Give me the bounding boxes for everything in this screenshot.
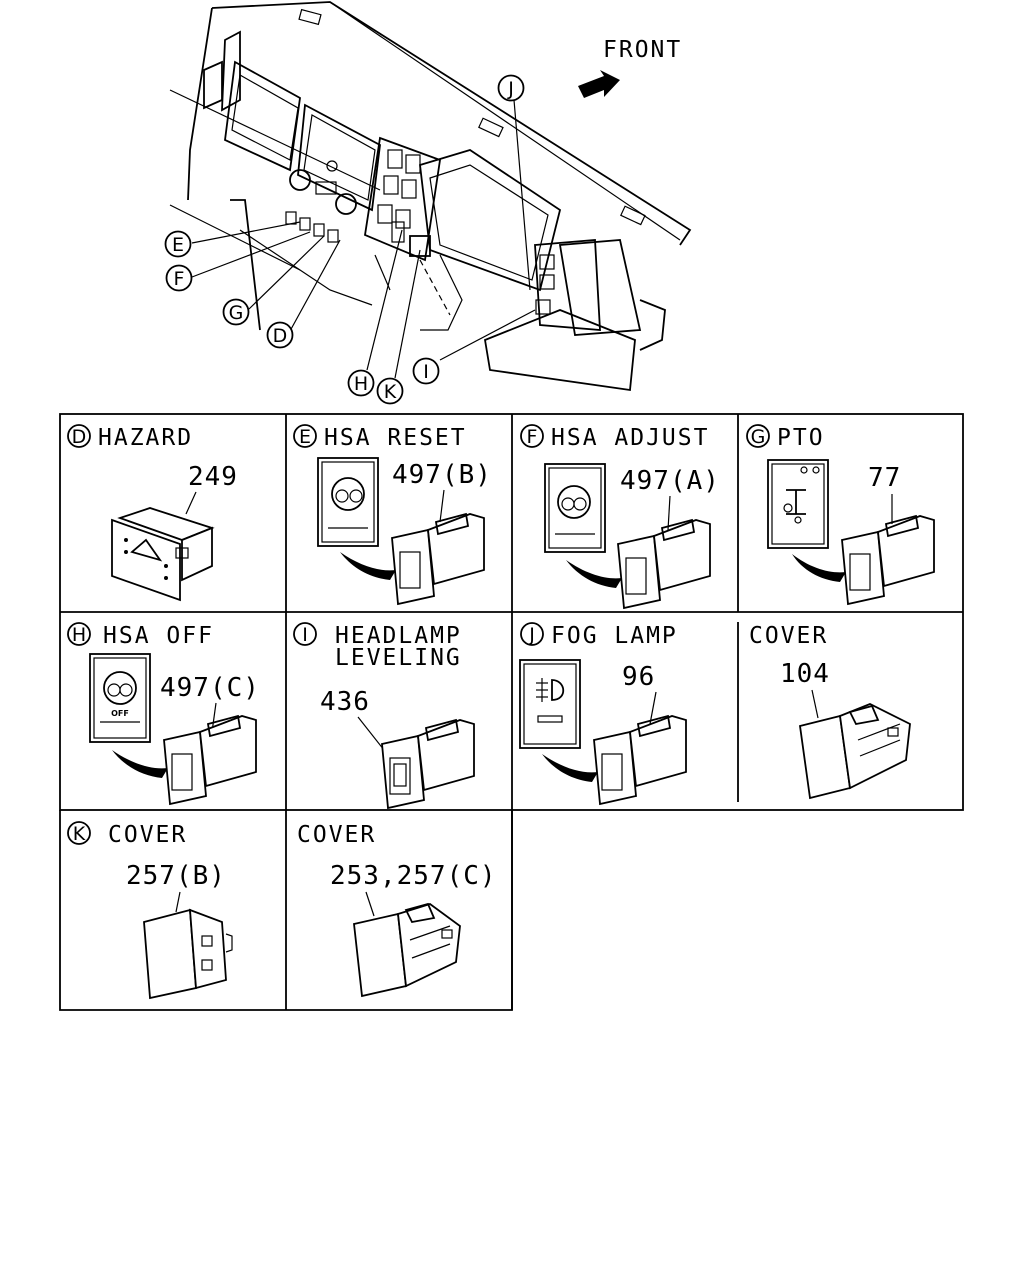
cell-title: COVER — [749, 623, 828, 649]
svg-text:E: E — [172, 234, 184, 256]
part-number: 497(C) — [160, 673, 260, 703]
cell-title: HEADLAMP — [335, 623, 462, 649]
cell-letter: D — [72, 426, 87, 448]
cell-title: PTO — [777, 425, 825, 451]
fog-lamp-icon — [519, 659, 581, 749]
cell-letter: G — [751, 426, 766, 448]
cell-letter: E — [299, 426, 311, 448]
svg-text:K: K — [384, 381, 397, 403]
switch-body-icon — [593, 714, 687, 806]
front-arrow-icon — [578, 70, 620, 98]
part-number: 257(B) — [126, 861, 226, 891]
pto-icon — [767, 459, 829, 549]
part-number: 104 — [780, 659, 830, 689]
cell-title: HSA RESET — [324, 425, 467, 451]
switch-body-icon — [163, 714, 257, 806]
dashboard-overview: FRONT — [164, 1, 692, 405]
cell-title: HAZARD — [98, 425, 193, 451]
callout-e: E — [164, 230, 192, 258]
cell-hsa-adjust: F HSA ADJUST 497(A) — [520, 424, 720, 610]
cell-fog-lamp: J FOG LAMP 96 — [519, 622, 687, 806]
callout-k: K — [376, 377, 404, 405]
part-number: 253,257(C) — [330, 861, 497, 891]
svg-text:H: H — [354, 373, 368, 395]
cell-letter: H — [72, 624, 86, 646]
cell-title: FOG LAMP — [551, 623, 678, 649]
callout-d: D — [266, 321, 294, 349]
cell-cover-253: COVER 253,257(C) — [297, 822, 497, 998]
svg-text:I: I — [423, 361, 429, 383]
svg-text:F: F — [174, 268, 185, 290]
callout-j: J — [497, 74, 525, 102]
hazard-switch-icon — [111, 507, 215, 602]
part-number: 96 — [622, 662, 655, 692]
cell-title-line2: LEVELING — [335, 645, 462, 671]
switch-body-icon — [841, 514, 935, 606]
cell-letter: F — [527, 426, 538, 448]
part-number: 77 — [868, 463, 901, 493]
callout-g: G — [222, 298, 250, 326]
cover-icon — [353, 902, 461, 998]
cell-title: COVER — [297, 822, 376, 848]
cover-icon — [798, 703, 911, 800]
cell-headlamp-leveling: I HEADLAMP LEVELING 436 — [293, 622, 475, 810]
cell-title: HSA OFF — [103, 623, 214, 649]
callout-i: I — [412, 357, 440, 385]
off-icon-text: OFF — [111, 709, 129, 718]
cell-pto: G PTO 77 — [746, 424, 935, 606]
hsa-adjust-icon — [544, 463, 606, 553]
cell-title: COVER — [108, 822, 187, 848]
cell-title: HSA ADJUST — [551, 425, 709, 451]
cell-hsa-off: H HSA OFF 497(C) OFF — [67, 622, 260, 806]
hsa-off-icon: OFF — [89, 653, 151, 743]
part-number: 497(B) — [392, 460, 492, 490]
svg-text:J: J — [507, 78, 514, 100]
cover-icon — [143, 908, 233, 1000]
cell-letter: I — [302, 624, 308, 646]
leveling-switch-icon — [381, 718, 475, 810]
switch-body-icon — [617, 518, 711, 610]
cell-hsa-reset: E HSA RESET 497(B) — [293, 424, 492, 606]
part-number: 436 — [320, 687, 370, 717]
part-number: 249 — [188, 462, 238, 492]
svg-text:G: G — [229, 302, 244, 324]
front-label: FRONT — [603, 37, 682, 63]
callout-f: F — [165, 264, 193, 292]
svg-text:D: D — [273, 325, 288, 347]
switch-body-icon — [391, 512, 485, 606]
cell-hazard: D HAZARD 249 — [67, 424, 238, 602]
callout-h: H — [347, 369, 375, 397]
cell-letter: K — [73, 823, 86, 845]
cell-letter: J — [528, 624, 535, 646]
part-number: 497(A) — [620, 466, 720, 496]
hsa-reset-icon — [317, 457, 379, 547]
cell-cover-k: K COVER 257(B) — [67, 821, 233, 1000]
cell-cover-104: COVER 104 — [749, 623, 911, 800]
parts-grid — [59, 413, 964, 1011]
